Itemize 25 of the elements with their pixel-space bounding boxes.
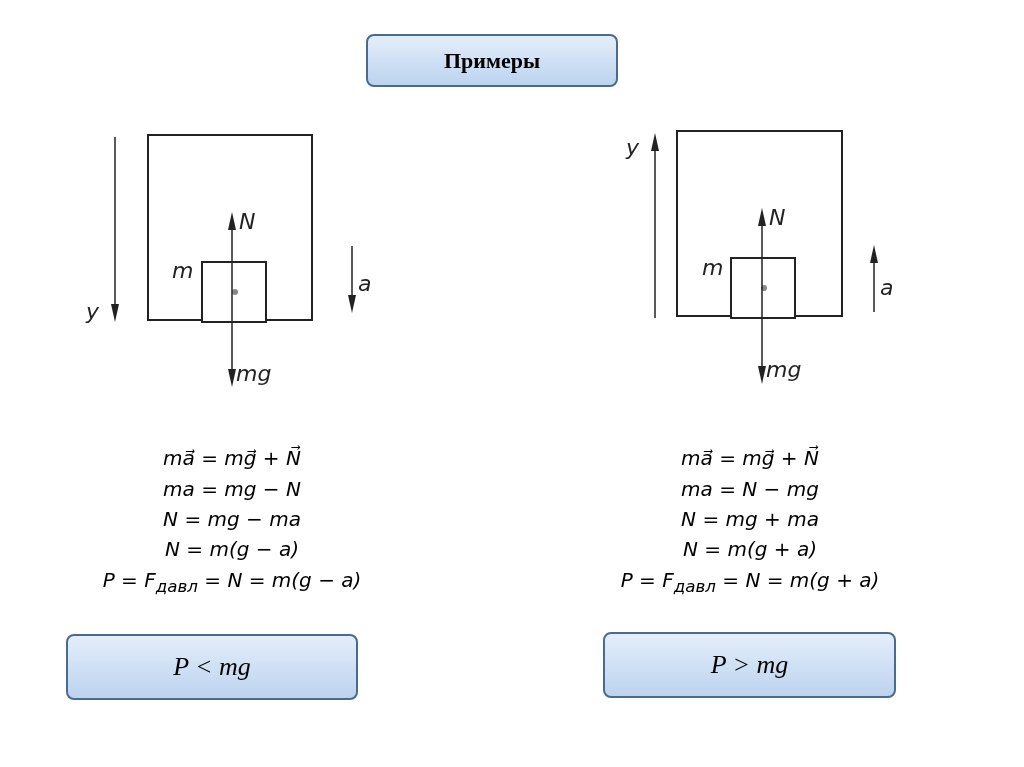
formula: N = mg + ma xyxy=(681,507,819,531)
axis-label: y xyxy=(86,300,100,324)
load-block xyxy=(730,257,796,319)
force-label: N xyxy=(239,210,256,234)
formula: ma⃗ = mg⃗ + N⃗ xyxy=(163,446,301,470)
elevator-cabin xyxy=(147,134,313,321)
formula: ma⃗ = mg⃗ + N⃗ xyxy=(681,446,819,470)
mass-label: m xyxy=(702,256,724,280)
force-label: mg xyxy=(236,362,272,386)
acceleration-label: a xyxy=(880,276,894,300)
force-label: N xyxy=(769,206,786,230)
result-box: P > mg xyxy=(603,632,896,698)
force-label: mg xyxy=(766,358,802,382)
elevator-cabin xyxy=(676,130,843,317)
result-box: P < mg xyxy=(66,634,358,700)
load-block xyxy=(201,261,267,323)
formula: N = m(g + a) xyxy=(683,537,817,561)
formula: N = m(g − a) xyxy=(165,537,299,561)
title-box: Примеры xyxy=(366,34,618,87)
acceleration-label: a xyxy=(358,272,372,296)
formula: ma = N − mg xyxy=(681,477,819,501)
axis-label: y xyxy=(626,136,640,160)
mass-label: m xyxy=(172,259,194,283)
formula: ma = mg − N xyxy=(163,477,301,501)
formula: N = mg − ma xyxy=(163,507,301,531)
